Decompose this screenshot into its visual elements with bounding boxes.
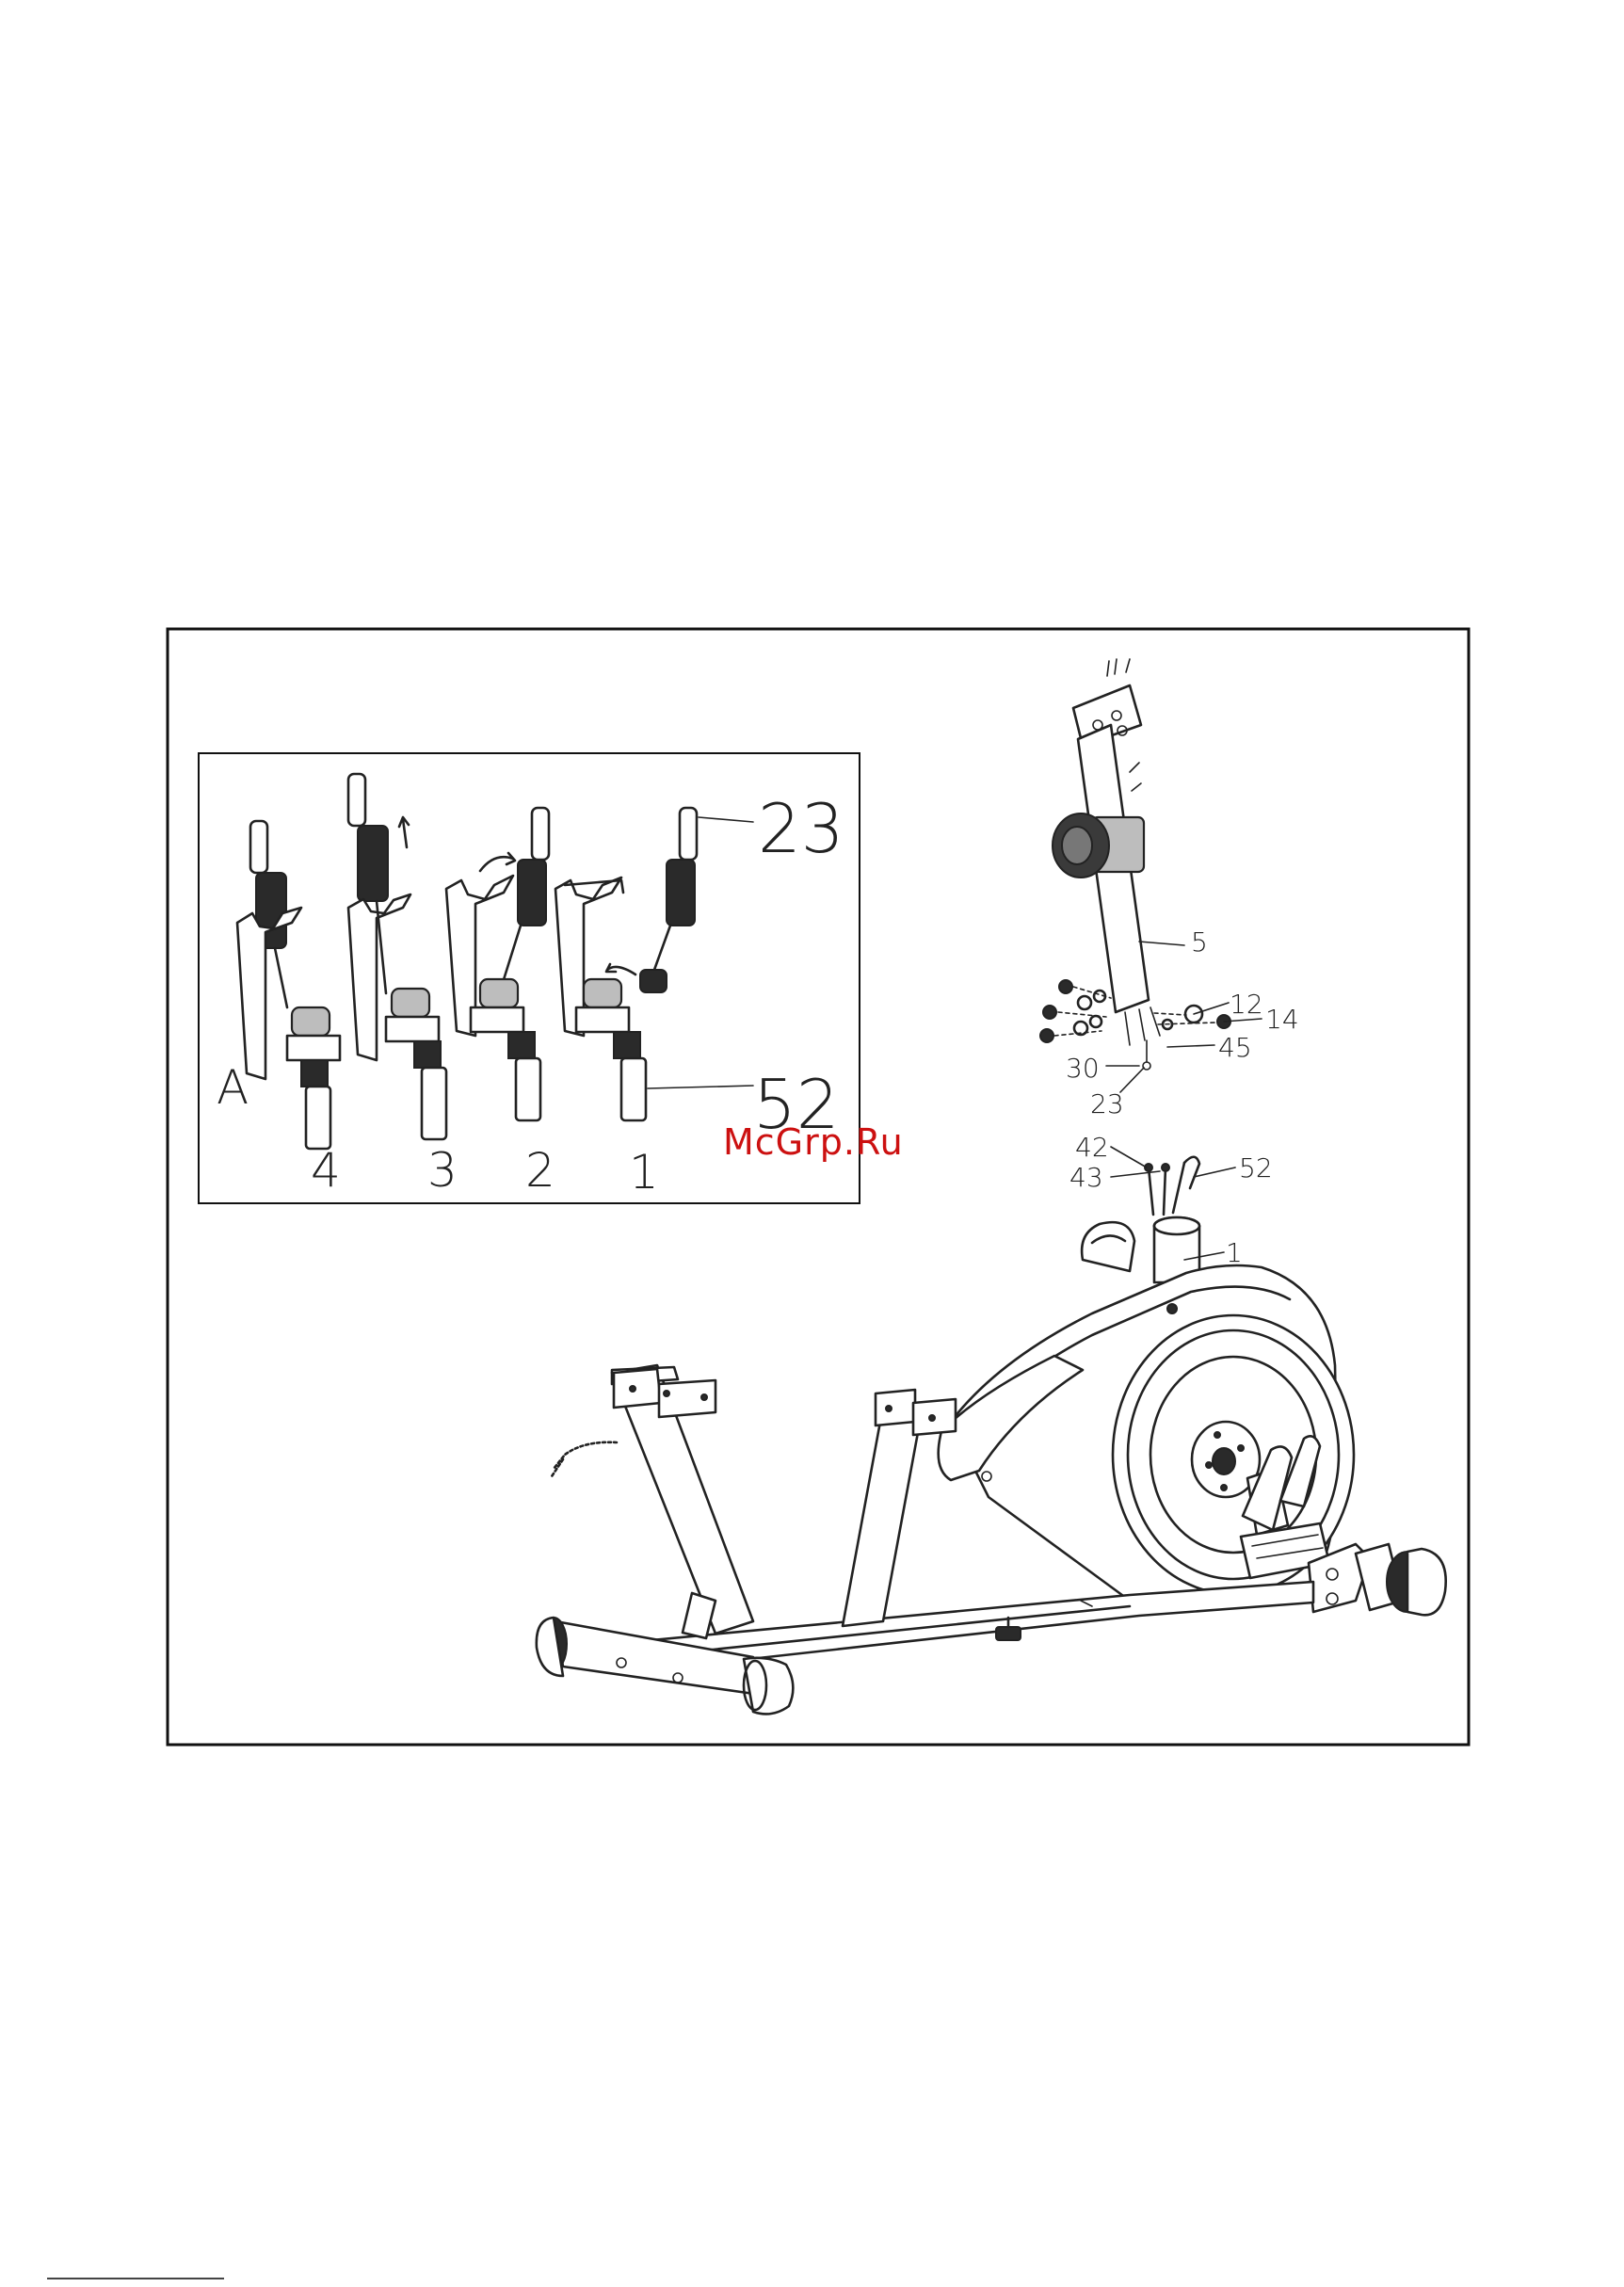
step-1-illustration bbox=[555, 808, 697, 1120]
step-2-illustration bbox=[446, 808, 549, 1120]
callout-23: 23 bbox=[1090, 1088, 1124, 1119]
seat-support-left bbox=[612, 1365, 753, 1638]
callout-12: 12 bbox=[1230, 989, 1263, 1020]
callout-45: 45 bbox=[1218, 1032, 1252, 1063]
leader-52 bbox=[648, 1086, 753, 1088]
step-number-4: 4 bbox=[311, 1143, 341, 1198]
callout-52: 52 bbox=[1239, 1152, 1273, 1184]
detail-callout-23: 23 bbox=[758, 789, 844, 868]
callout-42: 42 bbox=[1075, 1132, 1109, 1163]
main-bike-view: 5 12 14 45 30 23 42 43 52 1 bbox=[537, 659, 1446, 1714]
callout-30: 30 bbox=[1066, 1053, 1100, 1084]
step-3-illustration bbox=[348, 774, 446, 1139]
step-number-3: 3 bbox=[427, 1143, 458, 1198]
leader-23 bbox=[699, 817, 753, 822]
callout-43: 43 bbox=[1069, 1162, 1103, 1193]
step-number-1: 1 bbox=[629, 1145, 659, 1200]
callout-1: 1 bbox=[1226, 1237, 1243, 1268]
callout-14: 14 bbox=[1265, 1004, 1299, 1035]
callout-5: 5 bbox=[1191, 926, 1208, 958]
step-4-illustration bbox=[237, 821, 340, 1149]
detail-label-a: A bbox=[217, 1060, 249, 1115]
rear-stabilizer bbox=[1309, 1544, 1446, 1615]
seat-support-right bbox=[843, 1390, 956, 1626]
upright-post-part-5 bbox=[1053, 659, 1160, 1070]
frame-wires bbox=[1145, 1157, 1199, 1215]
watermark: McGrp.Ru bbox=[723, 1121, 904, 1163]
loose-cable bbox=[552, 1442, 617, 1476]
step-number-2: 2 bbox=[525, 1143, 555, 1198]
